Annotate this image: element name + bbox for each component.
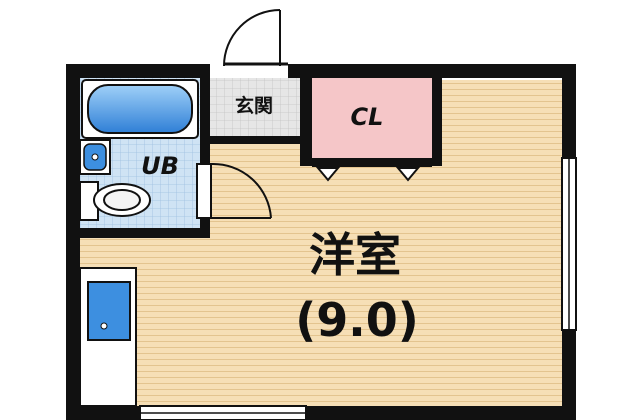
closet-floor <box>312 78 432 164</box>
window-right <box>561 157 577 331</box>
closet-doors <box>312 165 432 182</box>
bathroom-door <box>196 162 272 219</box>
main-room-size: (9.0) <box>295 293 419 347</box>
kitchen-counter <box>79 267 137 407</box>
toilet <box>79 181 151 221</box>
main-room-label: 洋室 <box>309 228 401 282</box>
genkan-floor <box>210 78 300 136</box>
genkan-label: 玄関 <box>235 94 273 117</box>
bathtub <box>81 79 199 139</box>
walls <box>66 64 576 420</box>
entrance-door <box>223 9 288 67</box>
bath-sink <box>79 139 111 175</box>
bath-label: UB <box>141 152 179 180</box>
closet-label: CL <box>351 103 384 131</box>
window-bottom <box>139 405 307 420</box>
